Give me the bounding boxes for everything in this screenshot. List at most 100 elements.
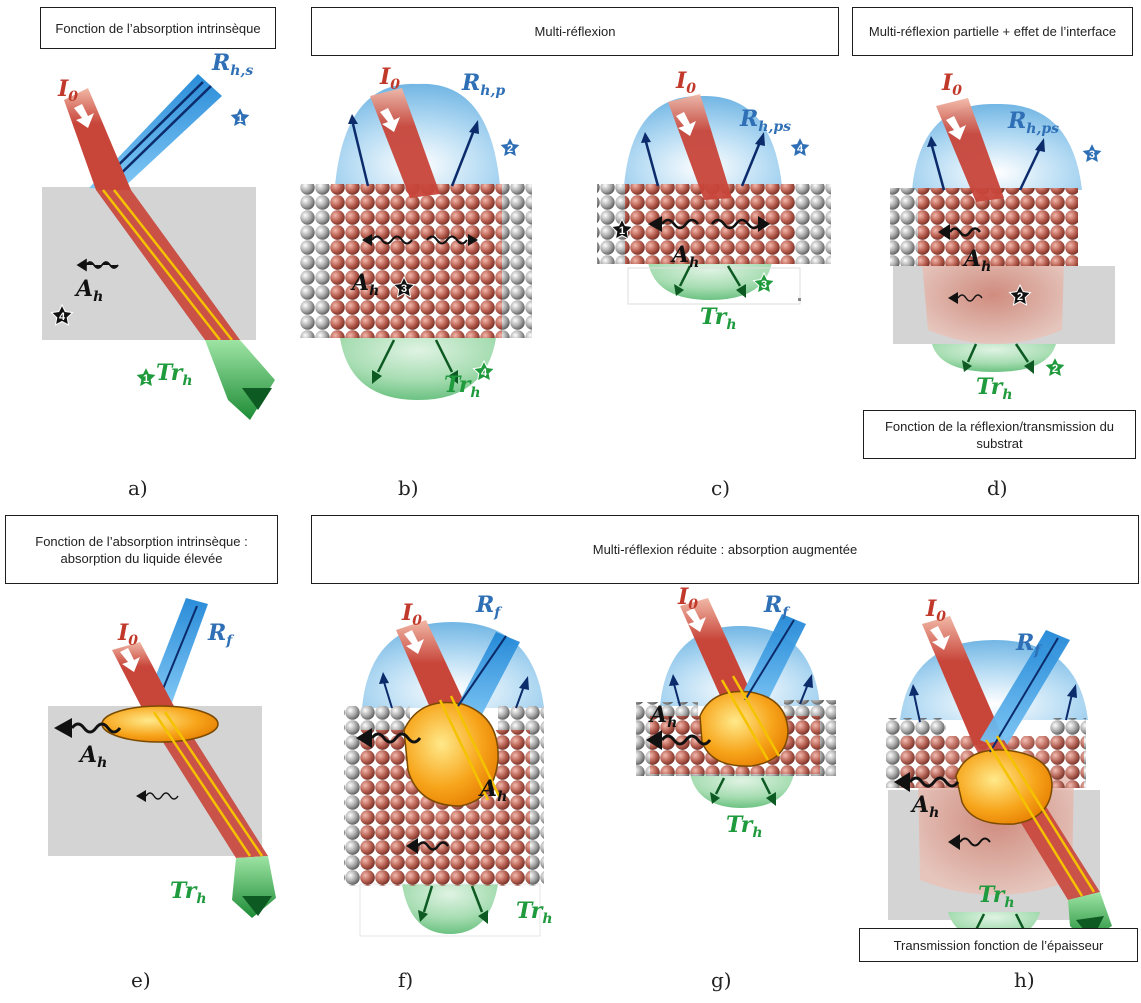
transmission-dome <box>932 344 1056 372</box>
step-number: 3 <box>1089 149 1095 161</box>
step-number: 4 <box>59 311 66 323</box>
transmission-label: Trh <box>516 898 553 927</box>
panel-g <box>636 598 836 808</box>
incident-arrow-icon <box>120 648 140 672</box>
reflected-beam <box>980 630 1070 750</box>
heated-powder <box>918 188 1078 266</box>
step-number: 1 <box>619 225 625 237</box>
incident-arrow-icon <box>946 116 966 140</box>
step-number: 2 <box>1017 291 1023 303</box>
substrate-wave-icon <box>145 792 179 800</box>
step-number: 2 <box>1052 363 1058 375</box>
step-star-d-trans: 2 <box>1043 355 1067 378</box>
heat-zone <box>922 262 1064 344</box>
caption-box-h-bottom: Transmission fonction de l’épaisseur <box>859 928 1138 962</box>
transmission-label: Trh <box>976 374 1013 403</box>
step-number: 3 <box>761 279 767 291</box>
reflection-dome <box>912 103 1082 190</box>
incident-label: I0 <box>675 68 696 97</box>
panel-f <box>344 620 544 937</box>
caption-box-bc: Multi-réflexion <box>311 7 839 56</box>
absorption-label: Ah <box>478 776 507 805</box>
reflection-label: Rf <box>475 592 503 621</box>
transmission-label: Trh <box>156 360 193 389</box>
substrate-wave-icon <box>959 837 991 847</box>
caption-box-d-bottom: Fonction de la réflexion/transmission du… <box>863 410 1136 459</box>
step-star-b-absorb: 3 <box>392 275 416 298</box>
incident-label: I0 <box>57 76 78 105</box>
transmission-label: Trh <box>444 372 481 401</box>
panel-label-b: b) <box>398 476 419 500</box>
step-number: 4 <box>481 367 488 379</box>
reflection-label: Rh,ps <box>739 106 791 135</box>
transmission-label: Trh <box>700 304 737 333</box>
substrate-block <box>48 706 262 856</box>
transmission-label: Trh <box>170 878 207 907</box>
panel-label-g: g) <box>711 968 732 992</box>
incident-label: I0 <box>401 600 422 629</box>
transmission-label: Trh <box>978 882 1015 911</box>
transmission-dome <box>340 338 496 400</box>
absorption-wave-icon <box>370 732 422 744</box>
panel-b <box>300 83 532 400</box>
incident-label: I0 <box>925 596 946 625</box>
caption-box-a: Fonction de l’absorption intrinsèque <box>40 7 276 49</box>
melt-pool <box>955 749 1053 825</box>
step-number: 1 <box>237 113 243 125</box>
step-star-b-trans: 4 <box>472 359 496 382</box>
caption-box-fgh: Multi-réflexion réduite : absorption aug… <box>311 515 1139 584</box>
absorption-label: Ah <box>350 270 379 299</box>
step-number: 1 <box>143 373 149 385</box>
transmission-label: Trh <box>726 812 763 841</box>
panel-label-d: d) <box>987 476 1008 500</box>
step-star-c-absorb: 1 <box>610 217 634 240</box>
caption-box-e: Fonction de l’absorption intrinsèque : a… <box>5 515 278 584</box>
incident-arrow-icon <box>930 626 950 650</box>
transmission-dome <box>402 884 498 934</box>
math-labels: I0 I0 I0 I0 I0 I0 I0 I0 Rh,s Rh,p Rh,ps … <box>57 50 1059 927</box>
melt-pool <box>699 690 789 767</box>
panel-label-c: c) <box>711 476 731 500</box>
absorption-wave-icon <box>660 734 712 746</box>
absorption-label: Ah <box>648 702 677 731</box>
step-markers: 1 4 1 2 3 4 4 1 3 3 2 2 <box>50 105 1104 388</box>
reflection-label: Rf <box>207 620 235 649</box>
step-star-a-absorb: 4 <box>50 303 74 326</box>
absorption-wave-icon <box>660 218 762 230</box>
incident-label: I0 <box>379 64 400 93</box>
absorption-wave-icon <box>70 722 122 734</box>
panel-label-e: e) <box>131 968 151 992</box>
transmission-dome <box>690 774 794 808</box>
step-star-a-reflect: 1 <box>228 105 252 128</box>
step-number: 3 <box>401 283 407 295</box>
reflection-label: Rf <box>1015 630 1043 659</box>
panel-d <box>890 98 1115 374</box>
panel-a <box>42 74 275 420</box>
incident-label: I0 <box>677 584 698 613</box>
substrate-wave-icon <box>957 294 983 302</box>
reflected-beam <box>736 614 806 716</box>
absorption-wave-icon <box>371 235 468 245</box>
panel-h <box>886 616 1112 942</box>
reflection-label: Rh,s <box>211 50 253 79</box>
incident-arrow-icon <box>380 108 400 132</box>
step-star-d-reflect: 3 <box>1080 141 1104 164</box>
incident-label: I0 <box>941 70 962 99</box>
step-star-c-reflect: 4 <box>788 135 812 158</box>
reflection-label: Rh,p <box>461 70 505 99</box>
substrate-wave-icon <box>417 841 449 851</box>
absorption-label: Ah <box>670 242 699 271</box>
incident-label: I0 <box>117 620 138 649</box>
step-star-a-trans: 1 <box>134 365 158 388</box>
absorption-label: Ah <box>910 792 939 821</box>
heated-powder <box>330 184 502 338</box>
panel-label-f: f) <box>398 968 414 992</box>
panel-e <box>48 598 276 918</box>
absorption-wave-icon <box>948 227 982 237</box>
absorption-label: Ah <box>962 246 991 275</box>
melt-pool <box>101 705 219 743</box>
absorption-label: Ah <box>74 276 103 305</box>
step-star-d-absorb: 2 <box>1008 283 1032 306</box>
step-number: 2 <box>507 143 513 155</box>
